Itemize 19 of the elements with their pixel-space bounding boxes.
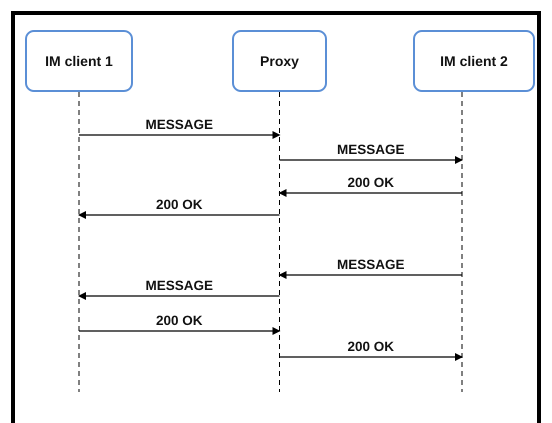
participant-name: IM client 1 bbox=[45, 53, 113, 69]
message-arrow bbox=[79, 131, 280, 139]
message-arrow bbox=[278, 271, 462, 279]
edge-label: 200 OK bbox=[345, 175, 396, 190]
message-arrow bbox=[78, 292, 280, 300]
edge-label: MESSAGE bbox=[335, 142, 406, 157]
edge-label: 200 OK bbox=[154, 197, 205, 212]
participant-name: IM client 2 bbox=[440, 53, 508, 69]
message-arrow bbox=[78, 211, 280, 219]
participant-name: Proxy bbox=[260, 53, 299, 69]
message-arrow bbox=[79, 327, 280, 335]
edge-label: MESSAGE bbox=[144, 117, 215, 132]
message-arrow bbox=[280, 353, 463, 361]
message-arrow bbox=[280, 156, 463, 164]
edge-label: 200 OK bbox=[345, 339, 396, 354]
edge-label: 200 OK bbox=[154, 313, 205, 328]
edge-label: MESSAGE bbox=[335, 257, 406, 272]
edge-label: MESSAGE bbox=[144, 278, 215, 293]
message-arrow bbox=[278, 189, 462, 197]
